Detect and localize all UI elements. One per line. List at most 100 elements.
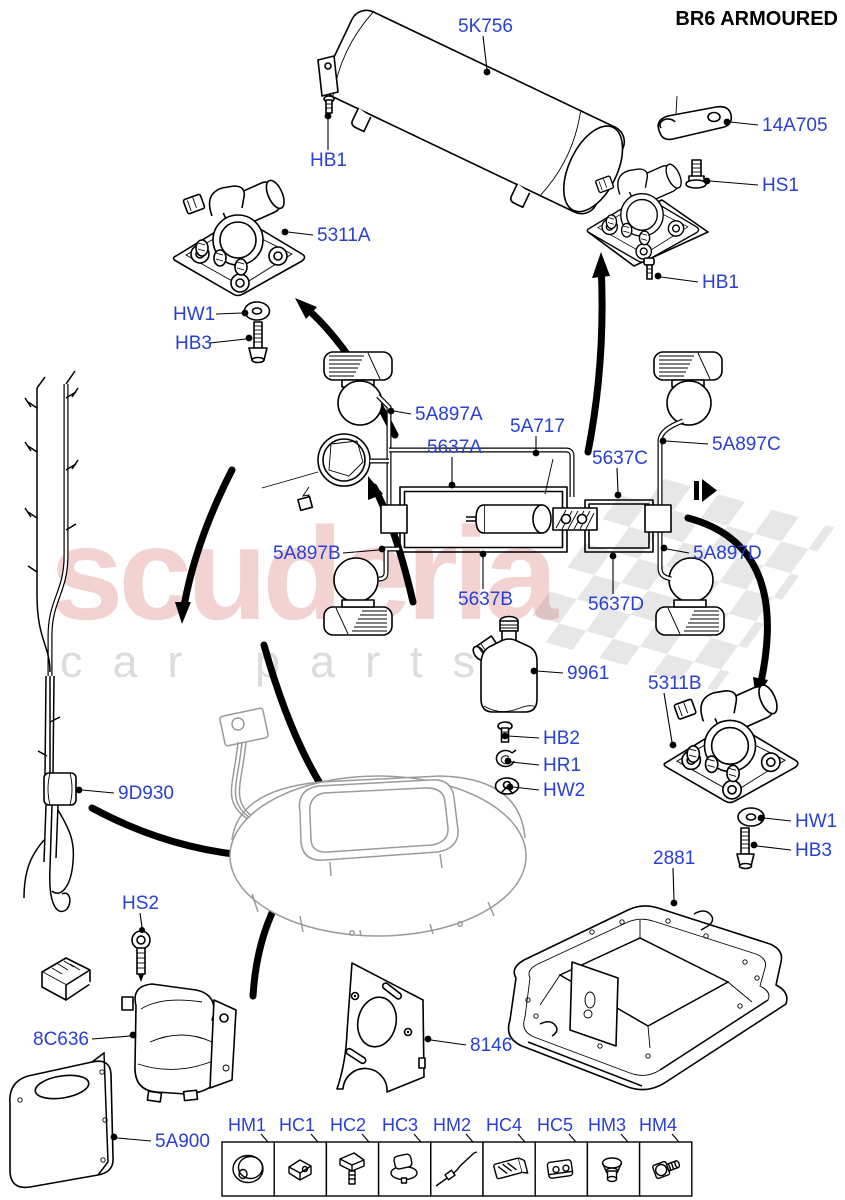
label-hb2: HB2 xyxy=(501,728,580,749)
svg-text:HS1: HS1 xyxy=(762,175,799,196)
air-line-schematic xyxy=(261,351,725,636)
label-5637d: 5637D xyxy=(588,552,644,615)
label-hs1: HS1 xyxy=(703,175,799,196)
grommet-icon xyxy=(232,1154,264,1184)
hardware-strip: HM1 HC1 HC2 HC3 HM2 HC4 HC5 HM3 HM4 xyxy=(221,1115,693,1197)
svg-text:5A897B: 5A897B xyxy=(273,543,341,564)
direction-arrow-icon xyxy=(694,479,717,502)
label-hs2: HS2 xyxy=(122,893,159,933)
watermark-brand: scuderia xyxy=(50,500,558,647)
spare-wheel-cover-drawing xyxy=(219,707,527,937)
gasket-plate-drawing xyxy=(336,962,426,1093)
label-5a897a: 5A897A xyxy=(387,404,483,425)
svg-text:HW1: HW1 xyxy=(173,304,215,325)
screw-hs2 xyxy=(131,930,151,982)
tank-valve-cluster xyxy=(586,160,709,267)
svg-text:HB2: HB2 xyxy=(543,728,580,749)
svg-text:14A705: 14A705 xyxy=(762,115,828,136)
label-5a897d: 5A897D xyxy=(660,543,762,564)
bracket-14a705 xyxy=(657,95,733,141)
reservoir-cylinder xyxy=(466,504,552,534)
label-hw1-left: HW1 xyxy=(173,304,249,325)
svg-text:HW1: HW1 xyxy=(795,811,837,832)
valve-unit-5311a-drawing xyxy=(172,176,306,297)
svg-text:HB1: HB1 xyxy=(702,272,739,293)
label-5311b: 5311B xyxy=(648,673,702,749)
svg-text:HS2: HS2 xyxy=(122,893,159,914)
svg-text:5637B: 5637B xyxy=(458,589,513,610)
svg-text:5K756: 5K756 xyxy=(458,16,513,37)
svg-text:5637D: 5637D xyxy=(588,594,644,615)
clip-hc4-icon xyxy=(493,1157,529,1180)
hardware-label: HM4 xyxy=(639,1115,677,1135)
label-9d930: 9D930 xyxy=(75,783,174,804)
washer-hw1-left xyxy=(243,301,271,321)
label-9961: 9961 xyxy=(530,663,609,684)
svg-text:5311A: 5311A xyxy=(317,225,371,246)
part-labels: 5K756 HB1 14A705 HS1 HB1 5311A xyxy=(33,16,837,1152)
screw-hs1 xyxy=(685,159,707,189)
label-5637a: 5637A xyxy=(427,437,482,489)
hardware-label: HC5 xyxy=(537,1115,573,1135)
label-8c636: 8C636 xyxy=(33,1029,137,1050)
svg-text:5A897A: 5A897A xyxy=(415,404,483,425)
screw-clip-icon xyxy=(339,1152,365,1185)
label-hr1: HR1 xyxy=(504,755,581,776)
label-hb3-right: HB3 xyxy=(750,840,832,861)
svg-text:8C636: 8C636 xyxy=(33,1029,89,1050)
grommet-hm3-icon xyxy=(601,1157,623,1183)
label-hb1-left: HB1 xyxy=(310,112,347,171)
label-5k756: 5K756 xyxy=(458,16,513,76)
air-tank-drawing xyxy=(317,9,626,215)
valve-unit-5311b-drawing xyxy=(663,680,799,804)
label-8146: 8146 xyxy=(424,1035,512,1056)
label-2881: 2881 xyxy=(653,848,695,907)
page-title: BR6 ARMOURED xyxy=(675,8,838,30)
svg-text:HB3: HB3 xyxy=(795,840,832,861)
bolt-hb1-right xyxy=(643,257,655,280)
label-5a897b: 5A897B xyxy=(273,543,386,564)
label-5311a: 5311A xyxy=(281,225,371,246)
label-5a897c: 5A897C xyxy=(659,434,781,455)
hardware-label: HM2 xyxy=(433,1115,471,1135)
svg-text:9D930: 9D930 xyxy=(118,783,174,804)
svg-text:9961: 9961 xyxy=(567,663,609,684)
svg-text:5A897C: 5A897C xyxy=(712,434,781,455)
motor-cover-drawing xyxy=(9,1051,114,1189)
reservoir-valve xyxy=(552,507,598,531)
svg-text:5311B: 5311B xyxy=(648,673,702,694)
compressor-motor-drawing xyxy=(41,957,237,1103)
svg-text:5A900: 5A900 xyxy=(155,1131,210,1152)
bolt-hb3-right xyxy=(736,827,755,870)
svg-text:8146: 8146 xyxy=(470,1035,512,1056)
svg-text:5A897D: 5A897D xyxy=(693,543,762,564)
label-14a705: 14A705 xyxy=(723,115,828,136)
hardware-label: HM3 xyxy=(588,1115,626,1135)
bolt-hb1-left xyxy=(323,95,335,114)
hardware-label: HC3 xyxy=(382,1115,418,1135)
bolt-hb3-left xyxy=(248,321,268,364)
svg-text:5637A: 5637A xyxy=(427,437,482,458)
svg-text:5A717: 5A717 xyxy=(510,416,565,437)
dryer-bottle-drawing xyxy=(472,615,538,713)
label-hb1-right: HB1 xyxy=(654,272,739,293)
pipe-harness-drawing xyxy=(23,370,79,913)
hardware-label: HC2 xyxy=(330,1115,366,1135)
clip-hc5-icon xyxy=(546,1159,574,1179)
label-5637c: 5637C xyxy=(592,448,648,499)
hardware-label: HC4 xyxy=(486,1115,522,1135)
label-hw2: HW2 xyxy=(506,780,585,801)
hardware-label: HC1 xyxy=(279,1115,315,1135)
svg-text:HR1: HR1 xyxy=(543,755,581,776)
label-hw1-right: HW1 xyxy=(757,811,837,832)
hardware-label: HM1 xyxy=(228,1115,266,1135)
svg-text:HW2: HW2 xyxy=(543,780,585,801)
label-5a717: 5A717 xyxy=(510,416,565,457)
valve-fitting-icon xyxy=(652,1160,681,1180)
dome-clip-icon xyxy=(390,1153,418,1184)
svg-text:5637C: 5637C xyxy=(592,448,648,469)
clip-icon xyxy=(288,1159,312,1181)
rod-strap-icon xyxy=(435,1151,478,1187)
label-5637b: 5637B xyxy=(458,550,513,610)
